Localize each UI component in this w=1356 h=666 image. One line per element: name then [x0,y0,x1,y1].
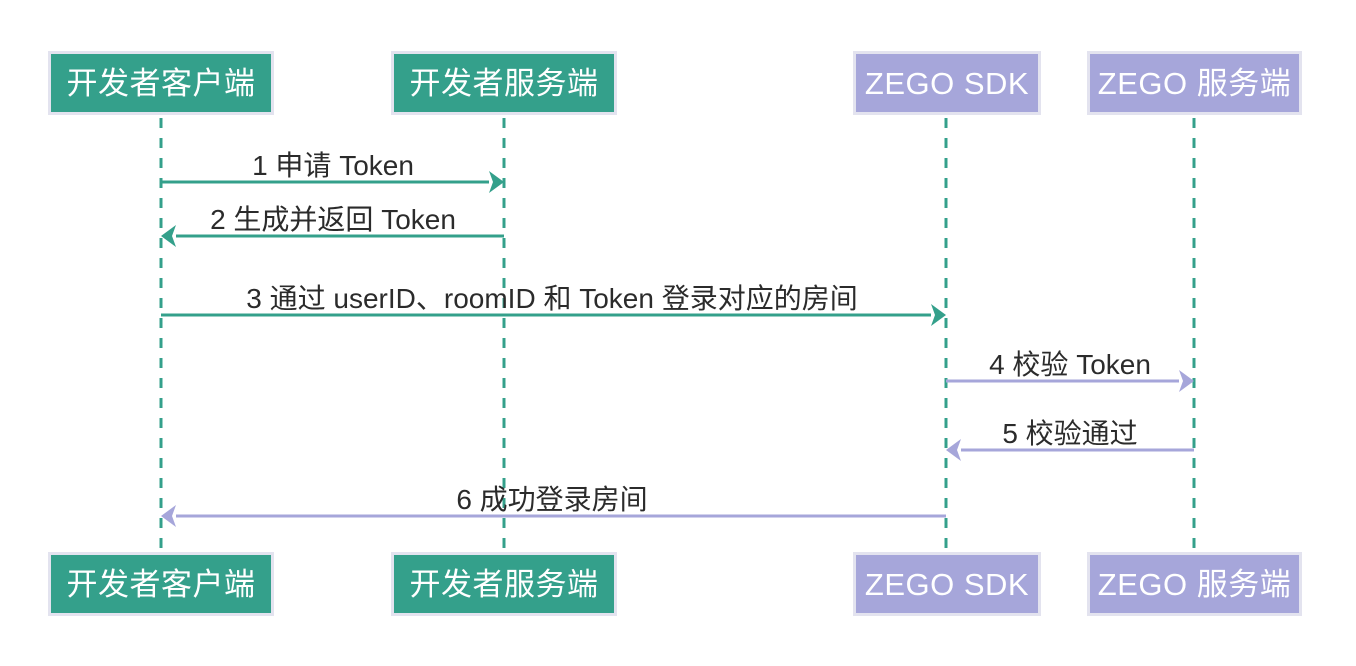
message-label-1: 1 申请 Token [252,150,414,181]
participant-label: ZEGO SDK [864,65,1030,101]
message-arrow-1 [161,171,504,193]
participant-footer-zego-sdk: ZEGO SDK [853,552,1041,616]
message-label-3: 3 通过 userID、roomID 和 Token 登录对应的房间 [246,283,858,314]
message-label-6: 6 成功登录房间 [456,484,648,515]
message-arrow-6 [161,505,946,527]
participant-label: ZEGO 服务端 [1097,65,1292,101]
message-arrow-3 [161,304,946,326]
message-arrow-2 [161,225,504,247]
participant-header-dev-server: 开发者服务端 [391,51,617,115]
participant-label: ZEGO SDK [864,566,1030,602]
message-arrow-5 [946,439,1194,461]
participant-header-zego-sdk: ZEGO SDK [853,51,1041,115]
participant-footer-zego-server: ZEGO 服务端 [1087,552,1302,616]
participant-label: 开发者客户端 [66,566,256,602]
participant-label: ZEGO 服务端 [1097,566,1292,602]
participant-footer-dev-client: 开发者客户端 [48,552,274,616]
participant-label: 开发者服务端 [409,65,599,101]
participant-label: 开发者服务端 [409,566,599,602]
message-label-4: 4 校验 Token [989,349,1151,380]
participant-header-zego-server: ZEGO 服务端 [1087,51,1302,115]
participant-label: 开发者客户端 [66,65,256,101]
message-label-2: 2 生成并返回 Token [210,204,456,235]
participant-header-dev-client: 开发者客户端 [48,51,274,115]
participant-footer-dev-server: 开发者服务端 [391,552,617,616]
message-label-5: 5 校验通过 [1002,418,1138,449]
message-arrow-4 [946,370,1194,392]
message-arrow-group [161,171,1194,527]
